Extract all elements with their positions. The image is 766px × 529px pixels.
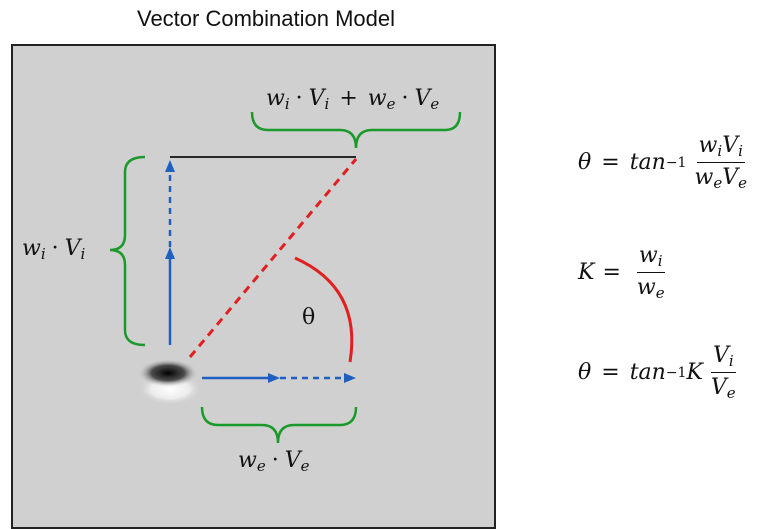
eq1-lhs: θ (578, 150, 592, 175)
top-sum-label: wi·Vi+we·Ve (266, 86, 440, 113)
equation-2: K = wi we (578, 243, 665, 302)
equation-1: θ = tan−1 wiVi weVe (578, 133, 747, 192)
bottom-label: we·Ve (238, 448, 310, 475)
diagram-title: Vector Combination Model (136, 6, 396, 31)
bottom-bracket (200, 406, 358, 444)
resultant-vector (188, 158, 358, 358)
left-bracket (109, 155, 146, 347)
horizontal-arrowhead-2 (344, 373, 356, 383)
theta-label: θ (302, 305, 316, 330)
diagram-panel (11, 44, 496, 529)
horizontal-arrowhead-1 (268, 373, 280, 383)
vertical-arrowhead-1 (165, 247, 175, 259)
gabor-stimulus (138, 359, 202, 405)
top-bracket (250, 111, 462, 149)
left-label: wi·Vi (22, 236, 86, 263)
eq1-fraction: wiVi weVe (694, 133, 747, 192)
vertical-arrowhead-2 (165, 160, 175, 172)
eq3-fraction: Vi Ve (710, 343, 736, 402)
eq2-fraction: wi we (636, 243, 665, 302)
angle-arc (294, 256, 354, 363)
